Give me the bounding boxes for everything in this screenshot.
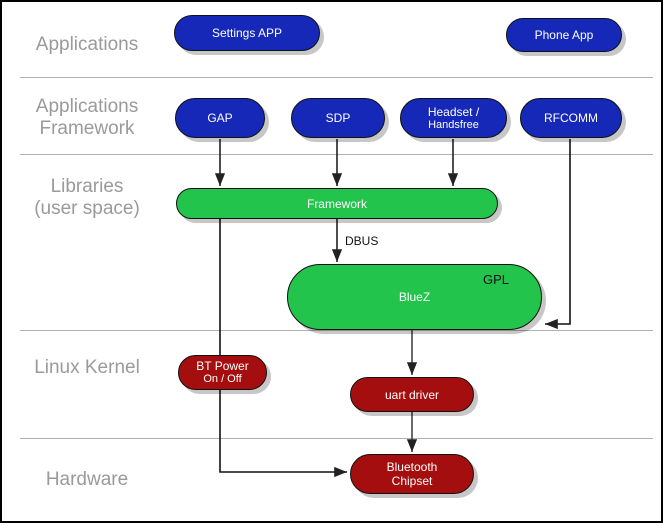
node-phone-app[interactable]: Phone App (506, 18, 622, 52)
divider-libraries (20, 330, 653, 331)
node-label: Phone App (534, 28, 594, 42)
node-label-line1: BT Power (196, 359, 249, 373)
node-uart-driver[interactable]: uart driver (350, 377, 474, 412)
node-label-line2: Chipset (391, 474, 433, 488)
node-label-line2: On / Off (203, 373, 242, 385)
node-sdp[interactable]: SDP (291, 98, 385, 138)
node-label-line1: Bluetooth (386, 460, 438, 474)
layer-label-hardware: Hardware (45, 469, 129, 490)
node-bluetooth-chipset[interactable]: Bluetooth Chipset (350, 454, 474, 494)
node-label: SDP (325, 111, 351, 125)
node-label: Settings APP (211, 26, 283, 40)
divider-applications-framework (20, 154, 653, 155)
node-rfcomm[interactable]: RFCOMM (520, 98, 622, 138)
node-label: GAP (207, 111, 233, 125)
layer-label-libraries: Libraries (user space) (34, 176, 140, 219)
layer-label-applications-framework: Applications Framework (35, 96, 139, 139)
divider-applications (20, 77, 653, 78)
node-label-line2: Handsfree (428, 118, 479, 131)
node-label: Framework (306, 196, 367, 211)
node-label: BlueZ (398, 290, 431, 304)
node-headset-handsfree[interactable]: Headset / Handsfree (400, 98, 507, 138)
node-gap[interactable]: GAP (175, 98, 265, 138)
node-framework[interactable]: Framework (176, 188, 498, 219)
node-settings-app[interactable]: Settings APP (174, 15, 320, 51)
node-bt-power[interactable]: BT Power On / Off (178, 355, 267, 390)
layer-label-applications: Applications (35, 34, 139, 55)
node-label-line1: Headset / (427, 104, 480, 119)
edge-label-dbus: DBUS (343, 234, 381, 248)
gpl-badge: GPL (483, 272, 510, 287)
node-label: RFCOMM (544, 111, 598, 125)
node-label: uart driver (384, 387, 440, 402)
divider-linux-kernel (20, 438, 653, 439)
layer-label-linux-kernel: Linux Kernel (34, 357, 140, 378)
